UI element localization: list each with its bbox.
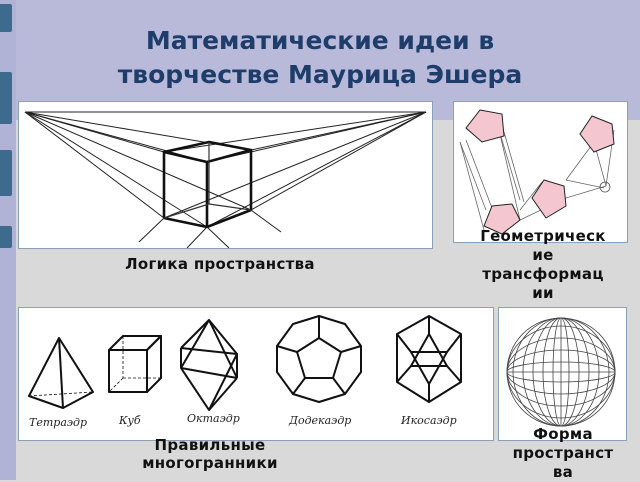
caption-geometric-transformations: Геометрическ ие трансформац ии — [458, 227, 628, 303]
grid-sphere-drawing — [506, 317, 616, 427]
caption-line: пространст — [512, 444, 614, 462]
perspective-drawing-panel — [18, 101, 433, 249]
caption-line: многогранники — [142, 454, 278, 472]
octahedron-figure — [180, 319, 238, 411]
pentagon-shape — [579, 115, 615, 153]
slide-title: Математические идеи в творчестве Маурица… — [40, 24, 600, 92]
caption-line: Форма — [533, 425, 593, 443]
tetrahedron-figure — [28, 337, 94, 409]
caption-form-of-space: Форма пространст ва — [498, 425, 628, 482]
header-band — [0, 0, 640, 120]
side-tab — [0, 150, 12, 196]
caption-line: ии — [532, 284, 554, 302]
form-of-space-panel — [498, 307, 627, 441]
title-line-2: творчестве Маурица Эшера — [117, 60, 523, 89]
octahedron-label: Октаэдр — [187, 412, 240, 425]
cube-figure — [108, 335, 162, 393]
caption-line: ва — [552, 463, 574, 481]
side-tab — [0, 226, 12, 248]
cube-label: Куб — [118, 414, 141, 427]
icosahedron-figure — [396, 315, 462, 403]
pentagon-shape — [531, 179, 567, 219]
side-tab — [0, 72, 12, 124]
dodecahedron-figure — [276, 315, 362, 403]
dodecahedron-label: Додекаэдр — [288, 414, 351, 427]
caption-regular-polyhedra: Правильные многогранники — [100, 436, 320, 472]
regular-polyhedra-panel: Тетраэдр Куб Октаэдр — [18, 307, 494, 441]
title-line-1: Математические идеи в — [145, 26, 495, 55]
pentagon-transformation-drawing — [459, 109, 615, 235]
side-tab — [0, 4, 12, 32]
pentagon-shape — [465, 109, 505, 143]
caption-line: Геометрическ — [480, 227, 606, 245]
geometric-transformations-panel — [453, 101, 628, 243]
caption-line: ие — [532, 246, 554, 264]
icosahedron-label: Икосаэдр — [400, 414, 457, 427]
caption-logic-of-space: Логика пространства — [125, 255, 315, 273]
polyhedra-drawing: Тетраэдр Куб Октаэдр — [28, 315, 462, 429]
perspective-cube-drawing — [24, 111, 427, 248]
tetrahedron-label: Тетраэдр — [29, 416, 87, 429]
rotation-center-marker — [599, 181, 611, 193]
pentagon-shape — [483, 203, 521, 235]
caption-line: Правильные — [154, 436, 266, 454]
caption-line: трансформац — [482, 265, 604, 283]
